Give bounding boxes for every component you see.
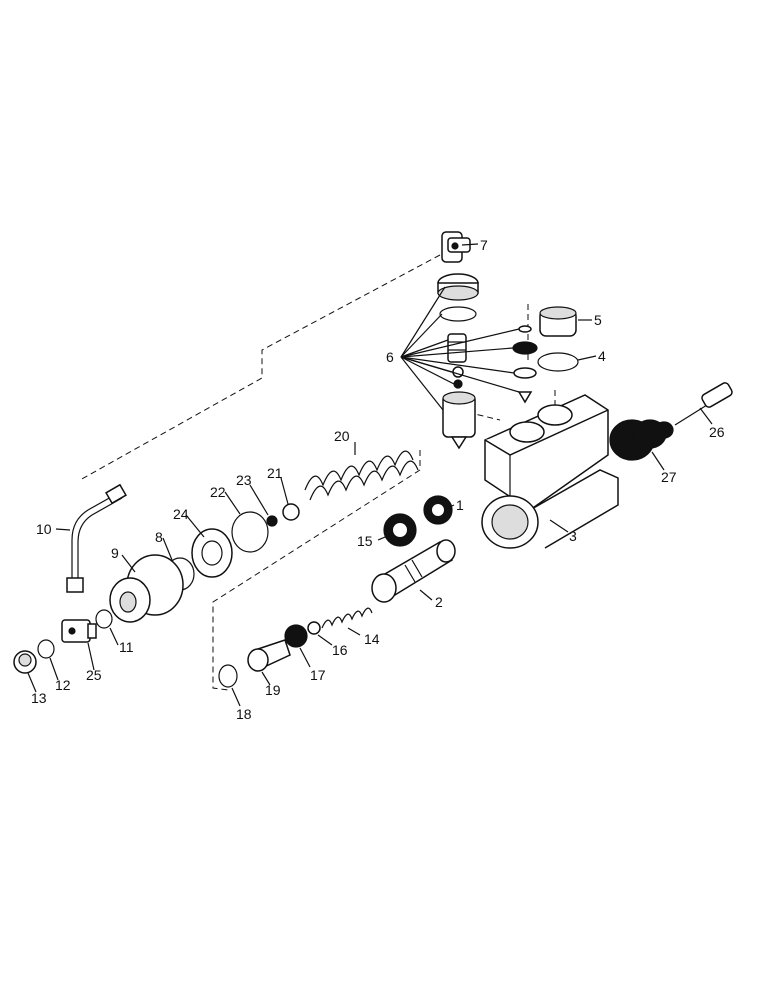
label-5: 5 bbox=[594, 312, 602, 328]
label-4: 4 bbox=[598, 348, 606, 364]
part-22-o-ring bbox=[231, 511, 269, 553]
label-14: 14 bbox=[364, 631, 380, 647]
label-24: 24 bbox=[173, 506, 189, 522]
part-13-plug bbox=[13, 650, 37, 674]
label-16: 16 bbox=[332, 642, 348, 658]
part-labels: 7 5 6 4 26 27 20 21 23 22 1 3 24 10 15 8… bbox=[31, 237, 725, 722]
part-19-valve-stem bbox=[247, 639, 291, 672]
part-23-ring bbox=[266, 515, 278, 527]
label-2: 2 bbox=[435, 594, 443, 610]
label-20: 20 bbox=[334, 428, 350, 444]
label-25: 25 bbox=[86, 667, 102, 683]
part-16-retainer bbox=[307, 621, 321, 635]
part-14-small-spring bbox=[321, 607, 373, 629]
label-7: 7 bbox=[480, 237, 488, 253]
label-11: 11 bbox=[119, 639, 134, 655]
label-1: 1 bbox=[456, 497, 464, 513]
label-27: 27 bbox=[661, 469, 677, 485]
part-20-large-spring bbox=[304, 450, 419, 501]
part-21-washer bbox=[282, 503, 300, 521]
part-6-leaders bbox=[400, 286, 520, 411]
label-23: 23 bbox=[236, 472, 252, 488]
part-12-washer bbox=[37, 639, 55, 659]
label-15: 15 bbox=[357, 533, 373, 549]
label-3: 3 bbox=[569, 528, 577, 544]
label-18: 18 bbox=[236, 706, 252, 722]
label-17: 17 bbox=[310, 667, 326, 683]
part-24-diaphragm bbox=[191, 528, 233, 578]
part-5-cap bbox=[539, 306, 577, 337]
leader-lines bbox=[27, 243, 713, 707]
part-3-valve-body bbox=[481, 394, 619, 549]
part-17-seal bbox=[284, 624, 308, 648]
part-25-tee-fitting bbox=[61, 619, 97, 643]
label-9: 9 bbox=[111, 545, 119, 561]
part-4-o-ring bbox=[537, 352, 579, 372]
part-9-end-cap bbox=[109, 554, 184, 623]
label-22: 22 bbox=[210, 484, 226, 500]
part-26-push-rod bbox=[674, 382, 733, 426]
part-2-piston bbox=[371, 539, 456, 603]
part-11-washer bbox=[95, 609, 113, 629]
label-19: 19 bbox=[265, 682, 281, 698]
part-10-pipe bbox=[66, 483, 127, 593]
part-7-elbow-fitting bbox=[441, 231, 471, 263]
part-18-clip bbox=[218, 664, 238, 688]
label-26: 26 bbox=[709, 424, 725, 440]
label-12: 12 bbox=[55, 677, 71, 693]
label-6: 6 bbox=[386, 349, 394, 365]
label-10: 10 bbox=[36, 521, 52, 537]
part-27-boot bbox=[609, 419, 674, 461]
label-13: 13 bbox=[31, 690, 47, 706]
label-21: 21 bbox=[267, 465, 283, 481]
label-8: 8 bbox=[155, 529, 163, 545]
